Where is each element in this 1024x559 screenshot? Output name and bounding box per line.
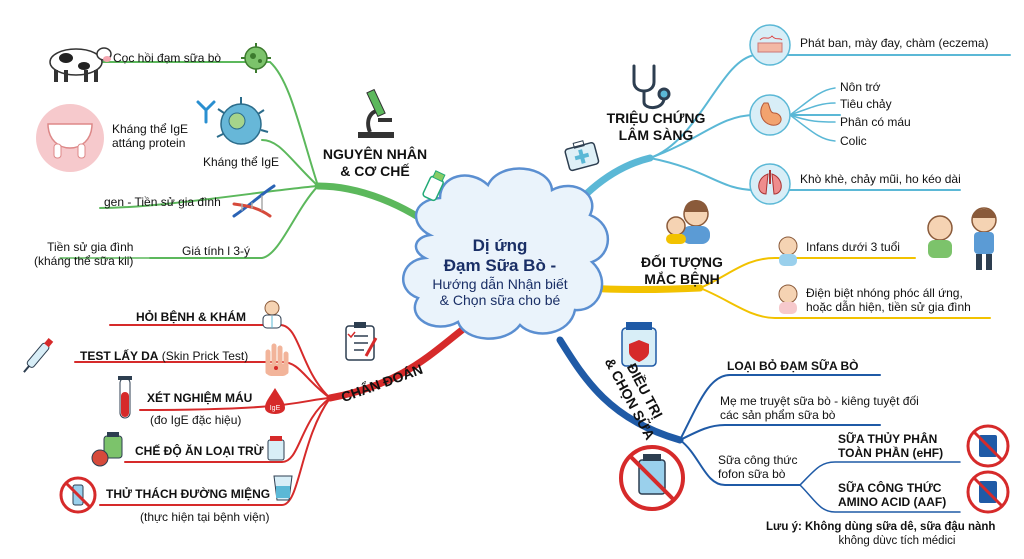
cause-milk: Cọc hồi đạm sữa bò [113,51,222,65]
treatment-aaf-line1: SỮA CÔNG THỨC [838,481,942,495]
subject-atopic-line1: Điện biệt nhóng phóc áll ứng, [806,286,963,300]
treatment-formula-line1: Sữa công thức [718,453,798,467]
cell-icon [216,97,269,145]
symptoms-header-line1: TRIỆU CHỨNG [606,110,706,126]
antibody-icon [196,100,216,124]
stethoscope-icon [632,64,671,109]
symptom-digestive-2: Phân có máu [840,115,911,129]
breast-icon [36,104,104,172]
subjects-header-line1: ĐỐI TƯỢNG [641,254,723,270]
symptom-digestive-3: Colic [840,134,867,148]
symptoms-header: TRIỆU CHỨNG LÂM SÀNG [601,110,711,144]
symptom-skin: Phát ban, mày đay, chàm (eczema) [800,36,989,50]
blood-drop-icon: IgE [265,388,285,414]
center-cloud [401,167,609,340]
cause-family-line1: Tiền sử gia đình [47,240,134,254]
cup-icon [273,475,293,501]
baby-icon [778,236,798,266]
cause-ige: Kháng thể IgE attáng protein [112,122,188,150]
treatment-mother-line2: các sản phẩm sữa bò [720,408,836,422]
center-subtitle-line2: & Chọn sữa cho bé [439,292,561,308]
diagnosis-skin-test: TEST LẤY DA (Skin Prick Test) [80,349,248,363]
cause-family-tail: Giá tính l 3-ý [182,244,251,258]
treatment-mother: Mẹ me truyệt sữa bò - kiêng tuyệt đối cá… [720,394,919,422]
dropper-icon [23,338,54,373]
medicine-jar-icon [267,436,285,461]
cause-ige-line1: Kháng thể IgE [112,122,189,136]
treatment-ehf-line2: TOÀN PHẦN (eHF) [838,446,944,460]
microscope-icon [358,88,394,138]
symptoms-header-line2: LÂM SÀNG [618,127,694,143]
treatment-remove: LOẠI BỎ ĐẠM SỮA BÒ [727,359,859,373]
family-icon [666,200,710,244]
bottom-note: Lưu ý: Không dùng sữa dê, sữa đậu nành k… [766,520,995,548]
skin-icon [749,24,791,66]
treatment-branch-lines [556,336,961,513]
no-milk-icon [966,470,1010,514]
baby-bottle-icon [422,170,446,202]
diagnosis-challenge: THỬ THÁCH ĐƯỜNG MIỆNG [106,487,271,501]
cause-gene: gen - Tiền sử gia đình [104,195,221,209]
treatment-formula: Sữa công thức fofon sữa bò [718,453,797,481]
subject-atopic: Điện biệt nhóng phóc áll ứng, hoặc dẫn h… [806,286,971,314]
symptoms-branch-lines [541,54,1011,244]
diagnosis-blood-test-note: (đo IgE đặc hiệu) [150,413,242,427]
treatment-ehf: SỮA THỦY PHÂN TOÀN PHẦN (eHF) [838,432,943,460]
test-tube-icon [118,376,132,419]
cause-ige-line2: attáng protein [112,136,186,150]
symptom-respiratory: Khò khè, chảy mũi, ho kéo dài [800,172,961,186]
diagnosis-history: HỎI BỆNH & KHÁM [136,310,246,324]
treatment-ehf-line1: SỮA THỦY PHÂN [838,432,938,446]
no-milk-icon [619,445,685,511]
cow-icon [49,47,112,82]
first-aid-kit-icon [564,140,600,172]
treatment-aaf-line2: AMINO ACID (AAF) [838,495,947,509]
diagnosis-skin-test-bold: TEST LẤY DA [80,349,159,363]
blood-drop-label: IgE [270,405,281,412]
subject-atopic-line2: hoặc dẫn hiện, tiền sử gia đình [806,300,971,314]
diagnosis-blood-test: XÉT NGHIỆM MÁU [147,391,253,405]
no-milk-icon [966,424,1010,468]
treatment-mother-line1: Mẹ me truyệt sữa bò - kiêng tuyệt đối [720,394,919,408]
symptom-digestive-0: Nôn trớ [840,80,881,94]
cause-ige-label: Kháng thể IgE [203,155,280,169]
baby-icon [778,284,798,314]
center-title-line2: Đạm Sữa Bò - [443,256,557,275]
diagnosis-challenge-note: (thực hiện tại bệnh viện) [140,510,270,524]
stomach-icon [749,94,791,136]
causes-header-line1: NGUYÊN NHÂN [322,146,428,162]
center-title-line1: Dị ứng [472,236,528,255]
causes-header-line2: & CƠ CHẾ [340,163,410,179]
cause-family-line2: (kháng thể sữa kii) [34,254,134,268]
diagnosis-elimination: CHẾ ĐỘ ĂN LOẠI TRỪ [135,444,264,458]
subjects-header: ĐỐI TƯỢNG MẮC BỆNH [632,254,732,288]
no-milk-icon [59,476,97,514]
food-icon [91,432,123,467]
doctor-icon [262,300,282,329]
baby-icon [927,207,997,270]
causes-header: NGUYÊN NHÂN & CƠ CHẾ [316,146,434,180]
center-subtitle-line1: Hướng dẫn Nhận biết [432,276,568,292]
symptom-digestive-1: Tiêu chảy [840,97,892,111]
treatment-aaf: SỮA CÔNG THỨC AMINO ACID (AAF) [838,481,946,509]
virus-icon [241,43,271,73]
diagnosis-skin-test-rest: (Skin Prick Test) [161,349,249,363]
bottom-note-line1: Lưu ý: Không dùng sữa dê, sữa đậu nành [766,521,996,533]
subjects-header-line2: MẮC BỆNH [644,271,720,287]
lungs-icon [749,163,791,205]
cause-family: Tiền sử gia đình (kháng thể sữa kii) [34,240,133,268]
subject-infants: Infans dưới 3 tuổi [806,240,900,254]
treatment-formula-line2: fofon sữa bò [718,467,786,481]
diagnosis-branch-lines [74,324,466,506]
clipboard-icon [345,322,378,361]
hand-icon [265,343,289,376]
center-title: Dị ứng Đạm Sữa Bò - Hướng dẫn Nhận biết … [425,236,575,308]
formula-can-icon [621,322,657,367]
bottom-note-line2: không dùvc tích médici [838,535,956,547]
dna-icon [232,184,276,218]
